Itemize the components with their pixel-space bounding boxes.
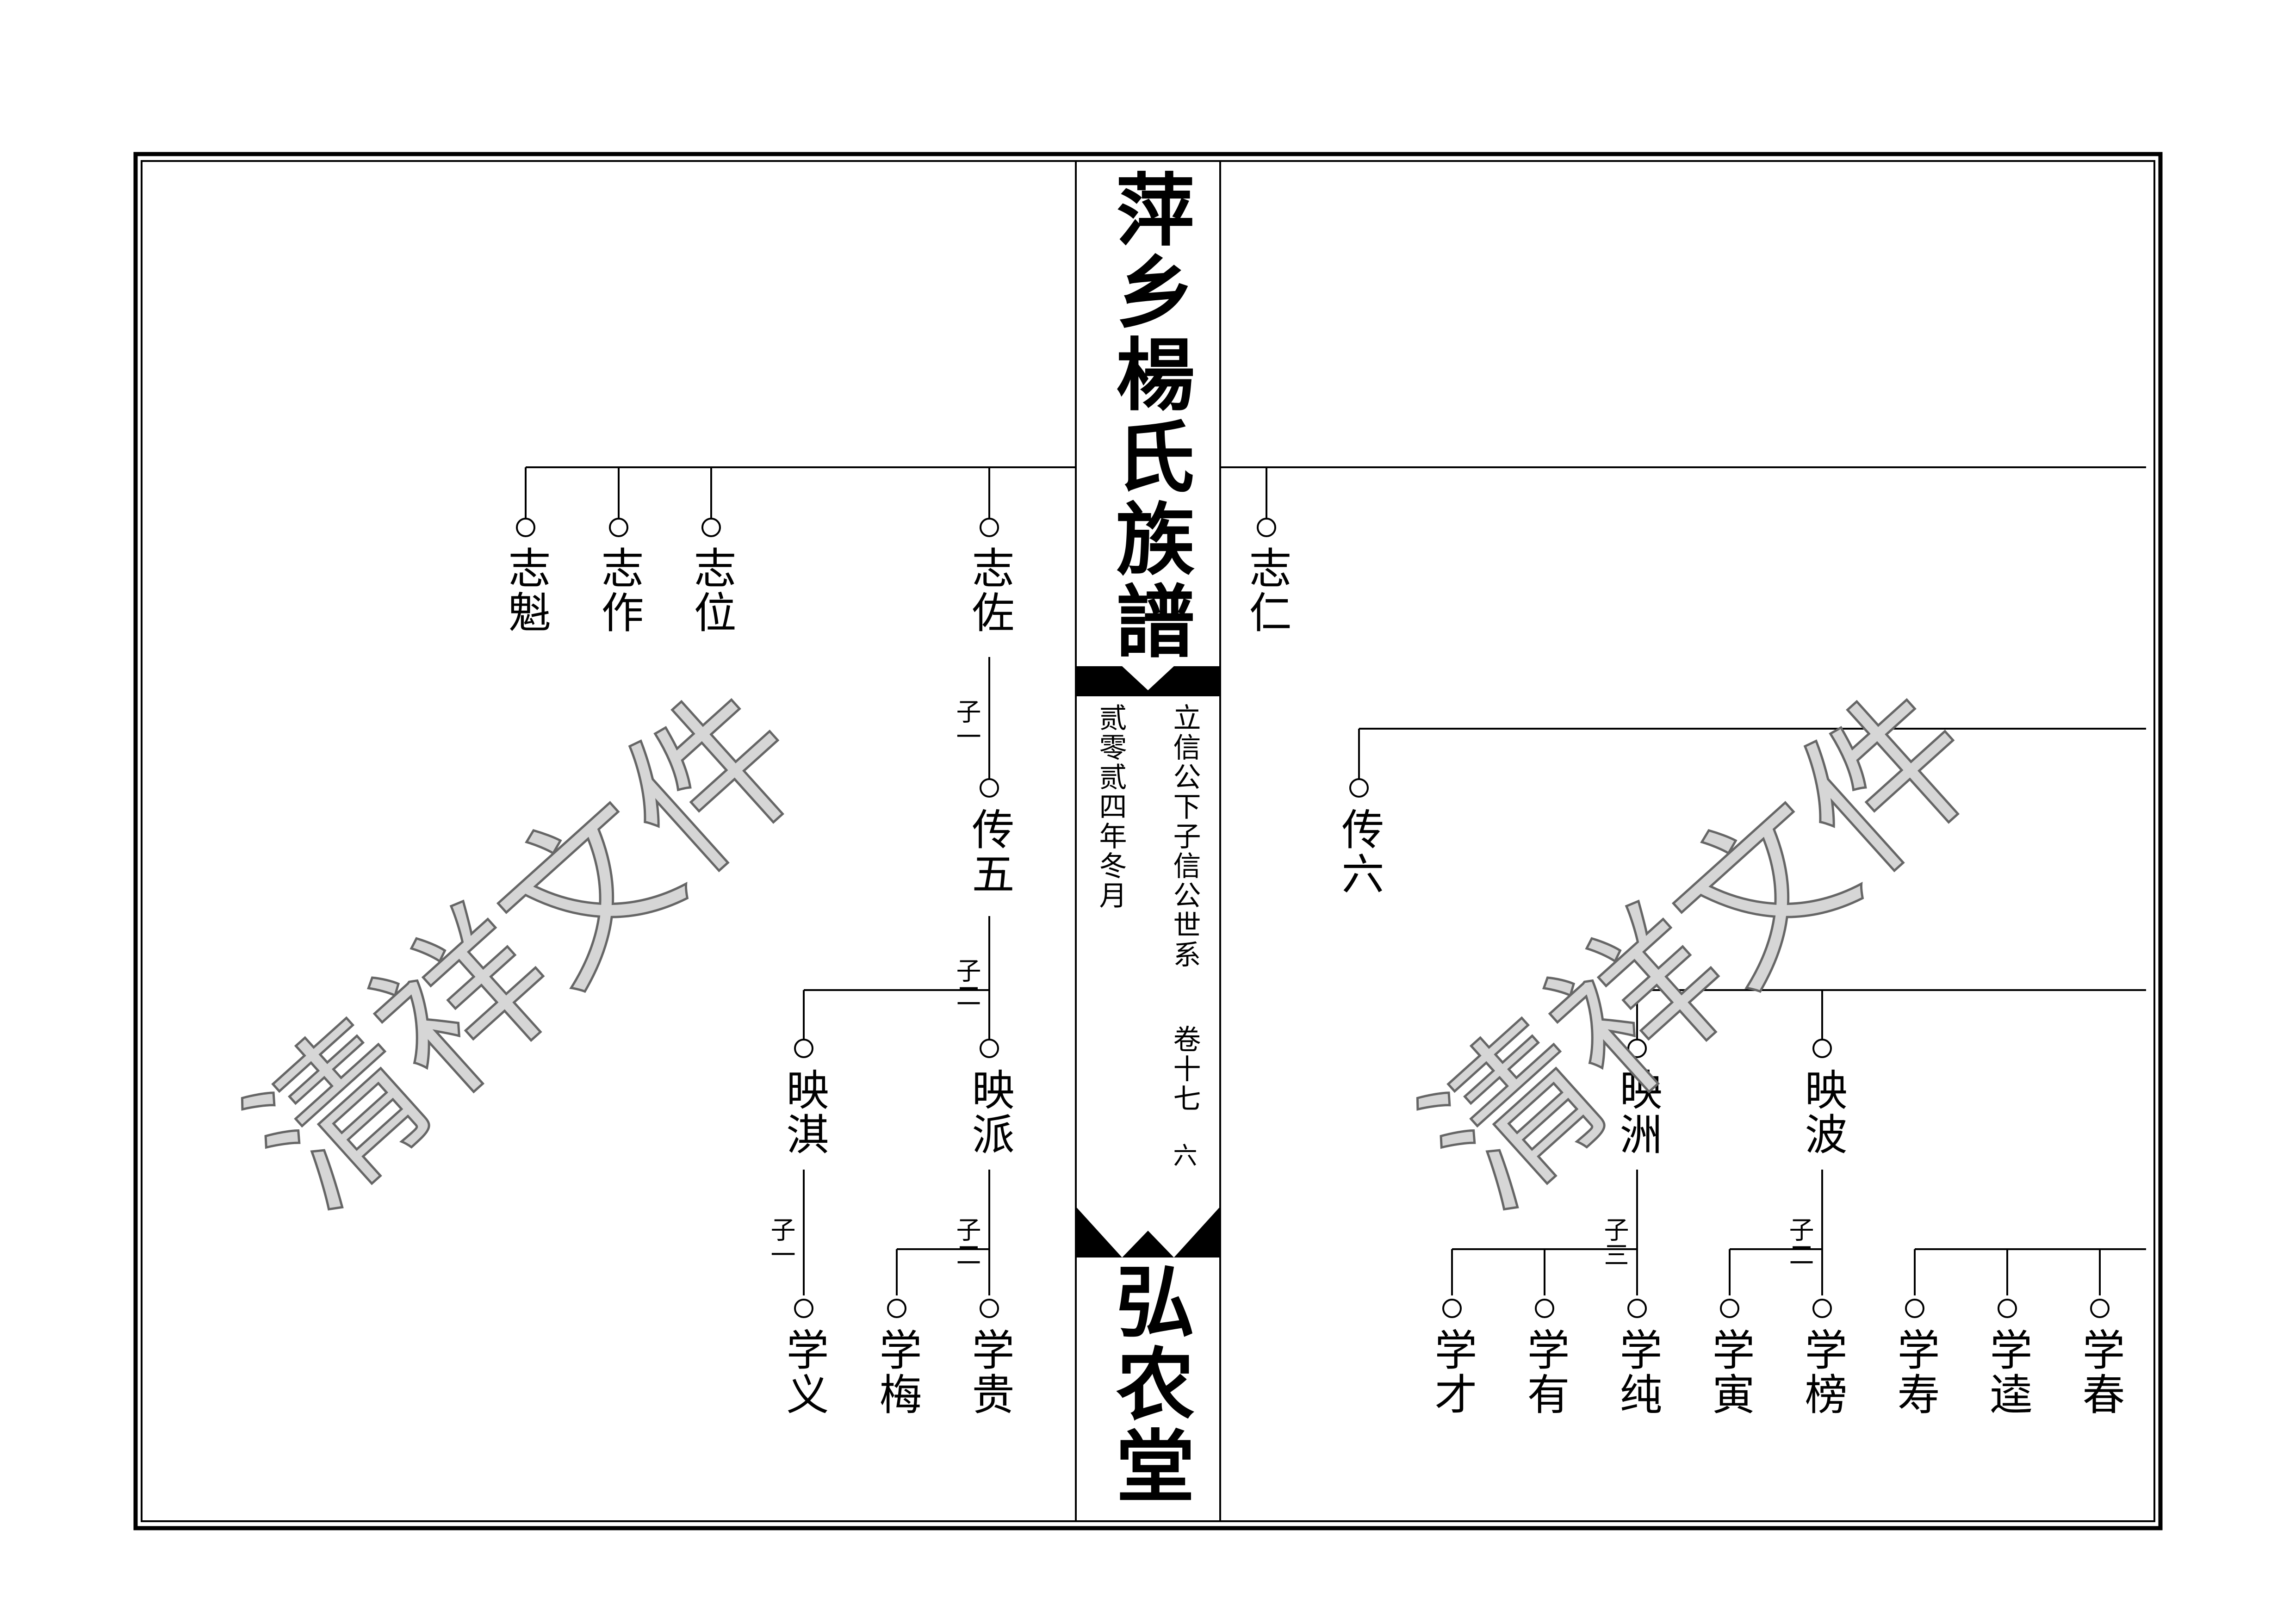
person-zhikui: 志魁	[501, 546, 551, 635]
person-yingzhou: 映洲	[1613, 1068, 1662, 1157]
node-circle	[1998, 1299, 2017, 1318]
person-yingqi: 映淇	[779, 1068, 829, 1157]
person-zhiwei: 志位	[687, 546, 736, 635]
child-count-label: 子二	[1785, 1217, 1814, 1267]
child-count-label: 子三	[1600, 1217, 1629, 1267]
person-xuechun-2: 学春	[2075, 1328, 2125, 1417]
outer-border	[133, 152, 2163, 1530]
node-circle	[1257, 518, 1276, 537]
spine-date: 贰零贰四年冬月	[1094, 703, 1127, 911]
node-circle	[887, 1299, 906, 1318]
person-chuanwu: 传五	[965, 807, 1014, 896]
person-yingbo: 映波	[1798, 1068, 1847, 1157]
node-circle	[980, 1299, 999, 1318]
node-circle	[794, 1039, 813, 1058]
child-count-label: 子一	[766, 1217, 795, 1267]
person-xuemei: 学梅	[872, 1328, 922, 1417]
person-xueyin: 学寅	[1705, 1328, 1755, 1417]
node-circle	[1812, 1039, 1832, 1058]
person-xuechun: 学纯	[1613, 1328, 1662, 1417]
node-circle	[980, 518, 999, 537]
person-xuekui: 学逵	[1983, 1328, 2032, 1417]
node-circle	[701, 518, 721, 537]
node-circle	[794, 1299, 813, 1318]
node-circle	[1905, 1299, 1924, 1318]
spine-lineage-text: 立信公下子信公世系	[1168, 703, 1201, 970]
node-circle	[516, 518, 535, 537]
person-xuecai: 学才	[1427, 1328, 1477, 1417]
inner-border	[141, 160, 2155, 1522]
node-circle	[980, 1039, 999, 1058]
person-zhizuo-2: 志佐	[965, 546, 1014, 635]
node-circle	[1720, 1299, 1739, 1318]
node-circle	[2090, 1299, 2110, 1318]
book-title: 萍乡楊氏族譜	[1102, 169, 1195, 663]
child-count-label: 子二	[952, 1217, 981, 1267]
node-circle	[1535, 1299, 1554, 1318]
node-circle	[1442, 1299, 1462, 1318]
person-zhiren: 志仁	[1242, 546, 1291, 635]
person-chuanliu: 传六	[1334, 807, 1384, 896]
person-xueyou: 学有	[1520, 1328, 1570, 1417]
person-xueyi: 学义	[779, 1328, 829, 1417]
hall-name: 弘农堂	[1102, 1261, 1195, 1508]
spine-page-number: 六	[1169, 1143, 1197, 1169]
person-xueshou: 学寿	[1890, 1328, 1940, 1417]
person-xuegui: 学贵	[965, 1328, 1014, 1417]
person-zhizuo-1: 志作	[594, 546, 644, 635]
node-circle	[1627, 1299, 1647, 1318]
node-circle	[1349, 778, 1369, 798]
spine-volume: 卷十七	[1168, 1025, 1201, 1114]
child-count-label: 子二	[952, 958, 981, 1008]
node-circle	[1812, 1299, 1832, 1318]
node-circle	[609, 518, 628, 537]
person-yingpai: 映派	[965, 1068, 1014, 1157]
child-count-label: 子一	[952, 699, 981, 749]
node-circle	[980, 778, 999, 798]
upper-fishtail	[1076, 666, 1220, 696]
node-circle	[1627, 1039, 1647, 1058]
lower-fishtail	[1076, 1207, 1220, 1258]
spine-lineage: 立信公下子信公世系	[1168, 703, 1201, 970]
person-xuebang: 学榜	[1798, 1328, 1847, 1417]
